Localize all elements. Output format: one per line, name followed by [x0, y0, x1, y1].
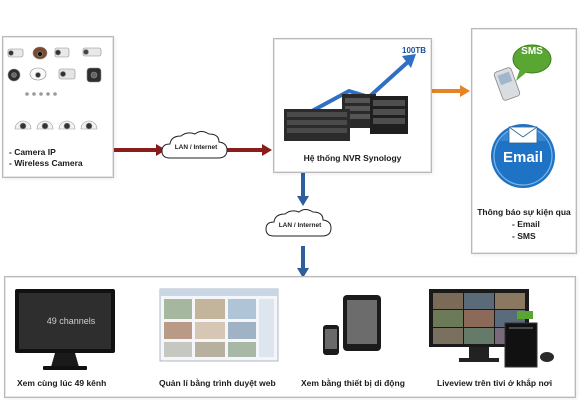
arrow-head	[262, 144, 272, 156]
sms-bubble-icon	[512, 44, 552, 81]
email-label: Email	[502, 149, 544, 166]
cloud-label-middle: LAN / Internet	[278, 222, 322, 229]
camera-icon	[7, 67, 102, 83]
separator-dots	[25, 92, 57, 96]
nvr-illustration	[284, 54, 416, 141]
cloud-label-top: LAN / Internet	[174, 144, 218, 151]
nvr-title: Hệ thống NVR Synology	[303, 153, 402, 163]
arrow-head	[297, 196, 309, 206]
browser-caption: Quản lí bằng trình duyệt web	[159, 378, 276, 388]
camera-panel: - Camera IP - Wireless Camera	[2, 36, 114, 178]
tv-caption: Liveview trên tivi ở khắp nơi	[437, 378, 553, 388]
cloud-icon	[161, 131, 228, 159]
arrow-head	[460, 85, 470, 97]
nas-server-icon	[370, 96, 408, 134]
notification-item-sms: - SMS	[512, 231, 536, 241]
arrow-head	[156, 144, 166, 156]
notification-icons	[491, 44, 555, 188]
monitor-caption: Xem cùng lúc 49 kênh	[17, 378, 107, 388]
cloud-icon	[265, 209, 332, 237]
monitor-icon	[15, 289, 115, 370]
camera-label-2: - Wireless Camera	[9, 158, 83, 168]
mobile-devices-icon	[323, 295, 381, 355]
dome-camera-icon	[14, 120, 98, 130]
monitor-screen-text: 49 channels	[46, 316, 96, 326]
camera-icons	[7, 46, 102, 130]
nvr-capacity: 100TB	[402, 46, 427, 55]
notification-title: Thông báo sự kiện qua	[477, 207, 571, 217]
viewing-panel: 49 channels Xem cùng lúc 49 kênh Quản lí…	[4, 276, 576, 398]
camera-label-1: - Camera IP	[9, 147, 56, 157]
browser-window-icon	[159, 288, 279, 362]
email-badge-icon	[491, 124, 555, 188]
tv-liveview-icon	[429, 289, 554, 368]
camera-icon	[7, 46, 102, 60]
notification-item-email: - Email	[512, 219, 540, 229]
arrow-head	[402, 54, 416, 68]
nvr-panel: 100TB Hệ thống NVR Synology	[273, 38, 432, 173]
notification-panel: SMS Email Thông báo sự kiện qua - Email …	[471, 28, 577, 254]
mobile-phone-icon	[493, 67, 521, 101]
arrow-head	[297, 268, 309, 278]
sms-label: SMS	[521, 46, 543, 57]
rack-server-icon	[284, 109, 350, 141]
mobile-caption: Xem bằng thiết bị di động	[301, 378, 405, 388]
